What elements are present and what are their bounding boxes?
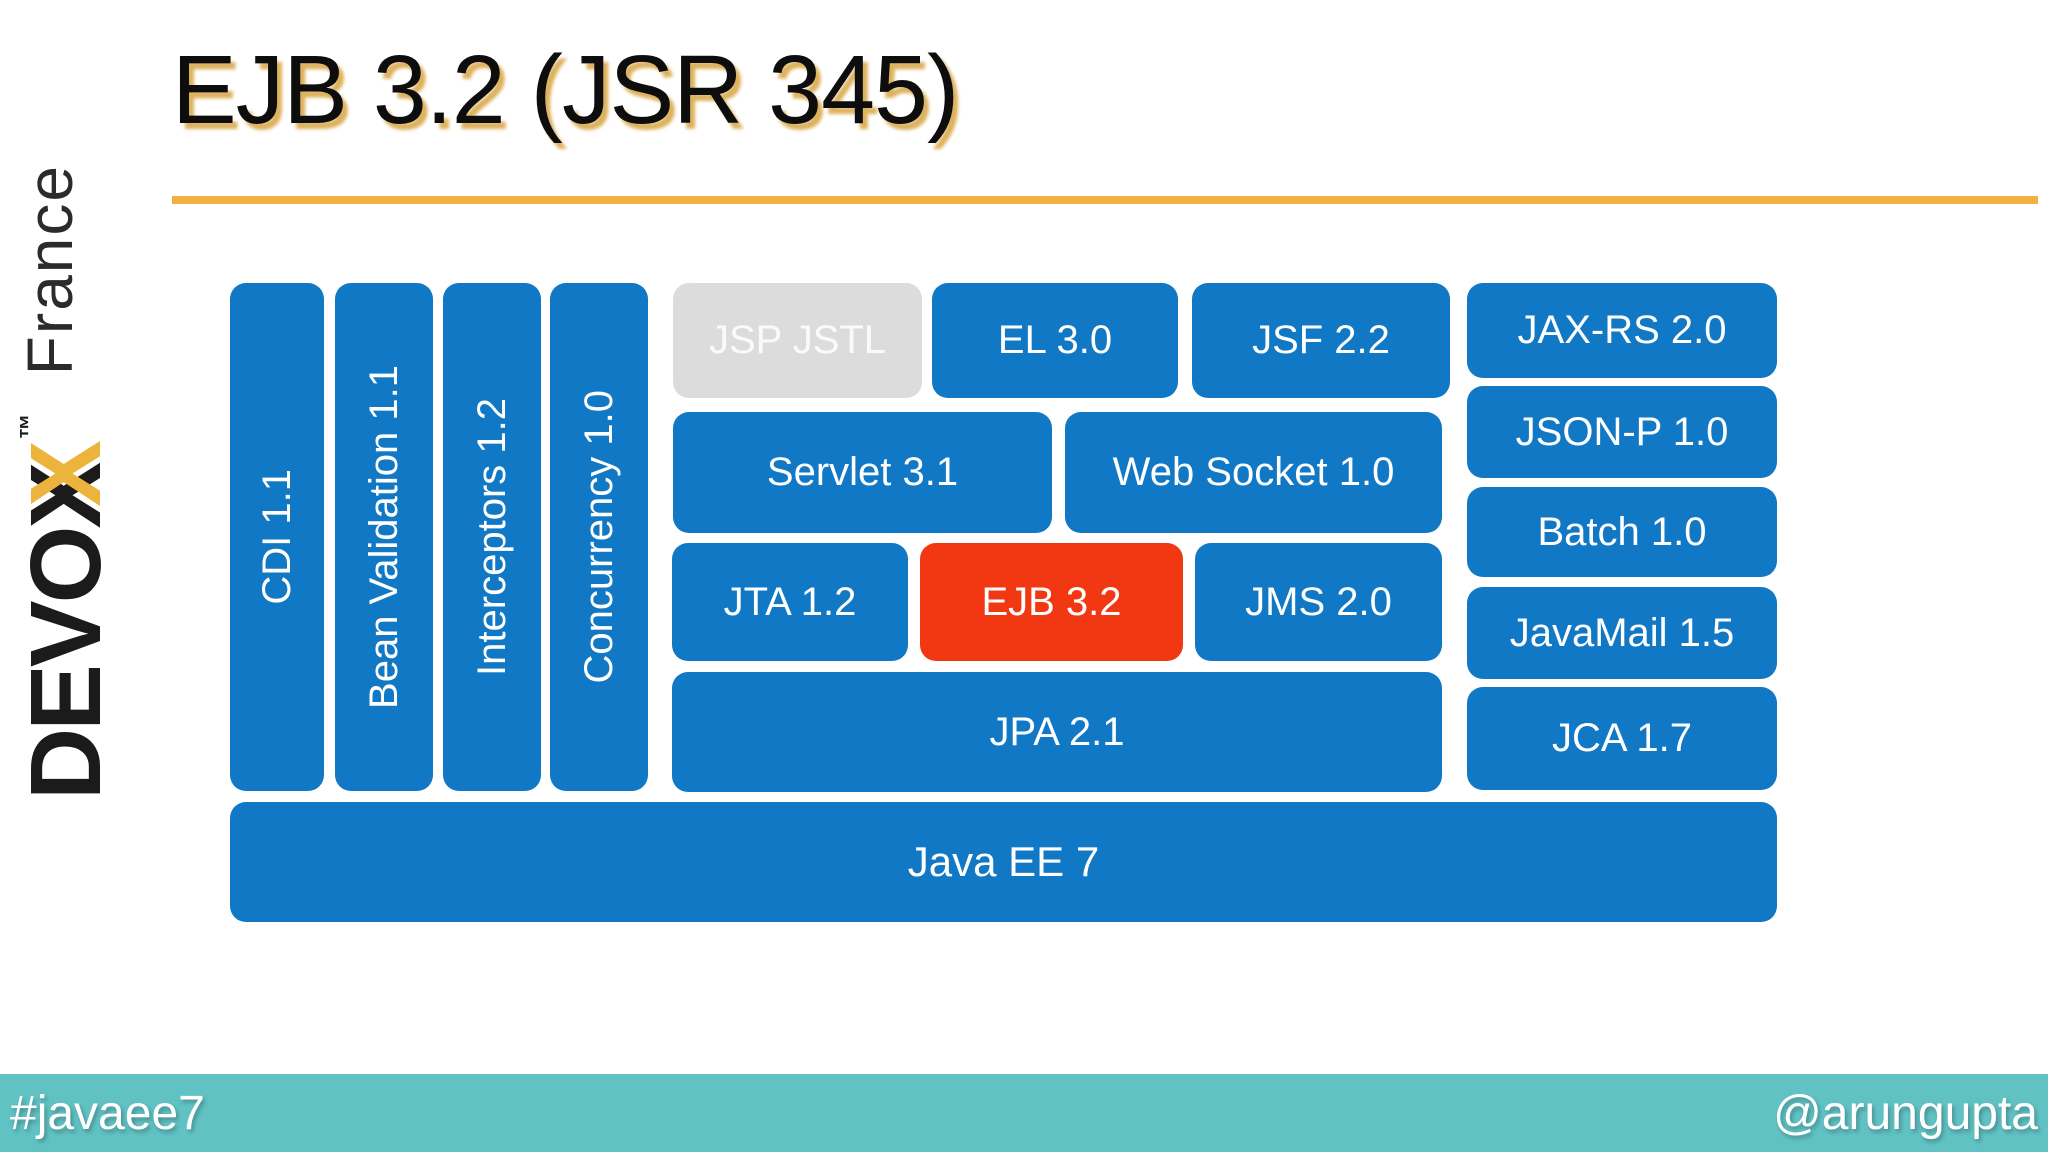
box-label: Servlet 3.1: [766, 450, 959, 494]
box-label: JAX-RS 2.0: [1517, 308, 1727, 352]
box-label: JSON-P 1.0: [1515, 409, 1729, 454]
box-ejb-highlighted: EJB 3.2: [920, 543, 1183, 661]
box-jsp-jstl: JSP JSTL: [673, 283, 922, 398]
box-javamail: JavaMail 1.5: [1467, 587, 1777, 679]
devoxx-france-logo: DEVOXX™France: [10, 164, 122, 800]
box-label: JCA 1.7: [1551, 716, 1693, 760]
footer-hashtag: #javaee7: [10, 1086, 205, 1140]
box-interceptors: Interceptors 1.2: [443, 283, 541, 791]
box-label: CDI 1.1: [254, 469, 299, 605]
box-java-ee-7-platform: Java EE 7: [230, 802, 1777, 922]
footer-bar: #javaee7 @arungupta: [0, 1074, 2048, 1152]
box-cdi: CDI 1.1: [230, 283, 324, 791]
box-label: Java EE 7: [907, 838, 1100, 885]
box-jpa: JPA 2.1: [672, 672, 1442, 792]
box-label: Concurrency 1.0: [576, 390, 621, 684]
logo-x-yellow: X: [10, 443, 122, 507]
box-label: JPA 2.1: [989, 709, 1125, 754]
box-jca: JCA 1.7: [1467, 687, 1777, 790]
box-label: Batch 1.0: [1537, 509, 1707, 554]
trademark-symbol: ™: [14, 413, 44, 440]
slide-title: EJB 3.2 (JSR 345): [172, 35, 959, 144]
box-label: JMS 2.0: [1245, 579, 1392, 624]
box-label: Bean Validation 1.1: [361, 365, 406, 709]
logo-brand-text: DEVO: [10, 528, 122, 800]
box-jta: JTA 1.2: [672, 543, 908, 661]
box-label: JTA 1.2: [723, 579, 857, 624]
box-label: JSP JSTL: [708, 318, 887, 362]
box-label: EL 3.0: [997, 318, 1113, 362]
footer-twitter-handle: @arungupta: [1773, 1086, 2038, 1140]
box-jms: JMS 2.0: [1195, 543, 1442, 661]
box-jax-rs: JAX-RS 2.0: [1467, 283, 1777, 378]
box-bean-validation: Bean Validation 1.1: [335, 283, 433, 791]
box-concurrency: Concurrency 1.0: [550, 283, 648, 791]
box-batch: Batch 1.0: [1467, 487, 1777, 577]
box-el: EL 3.0: [932, 283, 1178, 398]
box-label: Interceptors 1.2: [469, 398, 514, 676]
box-json-p: JSON-P 1.0: [1467, 386, 1777, 478]
logo-country-text: France: [14, 164, 86, 376]
box-label: JSF 2.2: [1252, 318, 1390, 362]
box-label: JavaMail 1.5: [1509, 610, 1735, 655]
box-jsf: JSF 2.2: [1192, 283, 1450, 398]
box-servlet: Servlet 3.1: [673, 412, 1052, 533]
title-underline: [172, 196, 2038, 204]
box-label: EJB 3.2: [981, 579, 1122, 624]
box-label: Web Socket 1.0: [1112, 450, 1395, 494]
box-web-socket: Web Socket 1.0: [1065, 412, 1442, 533]
